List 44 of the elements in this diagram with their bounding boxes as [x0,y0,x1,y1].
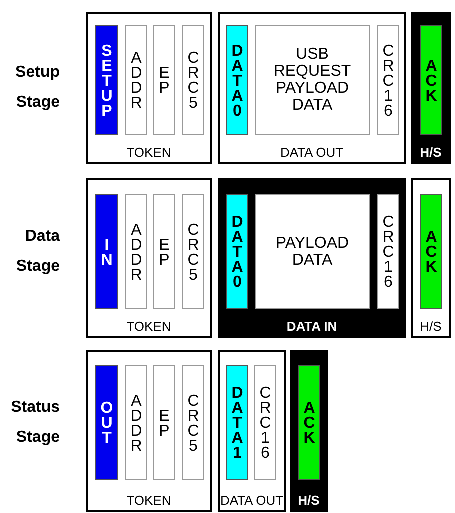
packet-label: TOKEN [126,493,172,508]
packet-field: EP [153,365,175,480]
packet-label: H/S [419,145,443,160]
packet-field: CRC5 [182,194,204,309]
packet-label: DATA OUT [279,145,345,160]
packet-field: ADDR [125,25,147,135]
packet-field: OUT [95,365,118,480]
packet-field: USB REQUEST PAYLOAD DATA [255,25,370,135]
packet-field: ACK [420,25,442,135]
packet-field: IN [95,194,118,309]
packet-frame [86,12,212,164]
packet-field: ACK [420,194,442,309]
packet-field: ADDR [125,365,147,480]
stage-label: Status Stage [10,398,60,448]
packet-field: EP [153,25,175,135]
packet-label: DATA OUT [220,493,284,508]
packet-field: CRC16 [377,194,399,309]
packet-frame [411,12,451,164]
packet-field: CRC16 [254,365,276,480]
packet-label: DATA IN [286,319,338,334]
packet-label: TOKEN [126,145,172,160]
packet-field: CRC5 [182,365,204,480]
packet-frame [411,178,451,338]
packet-label: H/S [419,319,443,334]
stage-label: Data Stage [15,227,60,277]
packet-field: CRC5 [182,25,204,135]
packet-field: ACK [298,365,320,480]
packet-field: EP [153,194,175,309]
stage-label: Setup Stage [14,63,60,113]
packet-field: SETUP [95,25,118,135]
packet-frame [290,350,328,512]
packet-frame [218,350,286,512]
packet-field: DATA0 [226,194,248,309]
packet-frame [86,178,212,338]
packet-frame [218,12,406,164]
packet-field: CRC16 [377,25,399,135]
packet-field: DATA0 [226,25,248,135]
packet-frame [218,178,406,338]
packet-label: TOKEN [126,319,172,334]
packet-field: DATA1 [226,365,248,480]
packet-frame [86,350,212,512]
packet-field: PAYLOAD DATA [255,194,370,309]
packet-label: H/S [297,493,321,508]
packet-field: ADDR [125,194,147,309]
